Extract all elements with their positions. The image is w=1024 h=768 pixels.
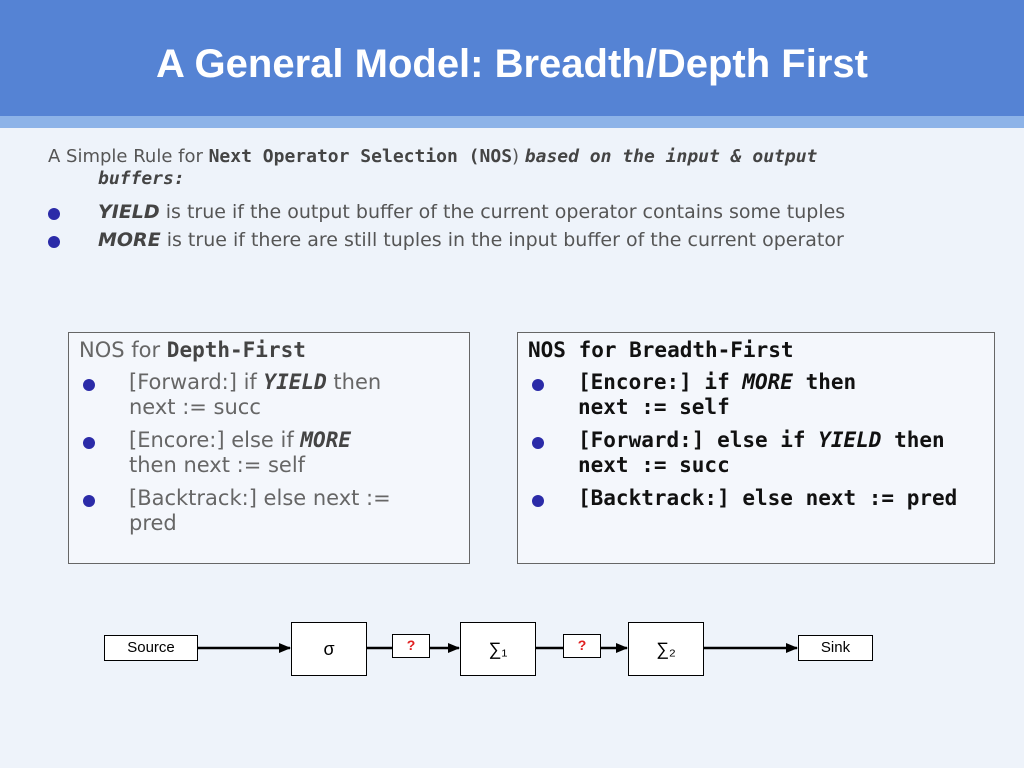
title-stripe [0, 116, 1024, 128]
depth-item-backtrack: [Backtrack:] else next := pred [129, 486, 391, 535]
title-bar [0, 0, 1024, 116]
bullet-yield: YIELD is true if the output buffer of th… [48, 198, 988, 226]
bullet-dot-icon [48, 208, 60, 220]
bullet-dot-icon [83, 437, 95, 449]
breadth-first-heading: NOS for Breadth-First [528, 338, 794, 362]
bullet-dot-icon [48, 236, 60, 248]
bullet-keyword: YIELD [98, 201, 160, 223]
bullet-dot-icon [532, 379, 544, 391]
breadth-item-backtrack: [Backtrack:] else next := pred [578, 486, 958, 510]
bullet-more: MORE is true if there are still tuples i… [48, 226, 988, 254]
select-operator: σ [291, 622, 367, 676]
intro-continuation: buffers: [98, 168, 185, 189]
intro-italic: based on the input & output [524, 146, 818, 167]
bullet-dot-icon [532, 495, 544, 507]
sum1-operator: ∑₁ [460, 622, 536, 676]
definition-list: YIELD is true if the output buffer of th… [48, 198, 988, 254]
buffer-question-2: ? [563, 634, 601, 658]
intro-paren: ) [512, 146, 525, 167]
breadth-first-box: NOS for Breadth-First [Encore:] if MORE … [517, 332, 995, 564]
depth-first-heading: NOS for Depth-First [79, 338, 306, 362]
intro-text: A Simple Rule for Next Operator Selectio… [48, 146, 948, 190]
source-node: Source [104, 635, 198, 661]
slide-title: A General Model: Breadth/Depth First [156, 42, 868, 86]
bullet-dot-icon [83, 495, 95, 507]
bullet-dot-icon [83, 379, 95, 391]
sink-node: Sink [798, 635, 873, 661]
sum2-operator: ∑₂ [628, 622, 704, 676]
bullet-text: is true if there are still tuples in the… [160, 229, 844, 251]
depth-item-encore: [Encore:] else if MORE then next := self [129, 428, 351, 477]
buffer-question-1: ? [392, 634, 430, 658]
bullet-dot-icon [532, 437, 544, 449]
depth-first-box: NOS for Depth-First [Forward:] if YIELD … [68, 332, 470, 564]
breadth-item-encore: [Encore:] if MORE then next := self [578, 370, 857, 419]
depth-item-forward: [Forward:] if YIELD then next := succ [129, 370, 382, 419]
bullet-keyword: MORE [98, 229, 161, 251]
bullet-text: is true if the output buffer of the curr… [159, 201, 846, 223]
intro-prefix: A Simple Rule for [48, 146, 209, 167]
breadth-item-forward: [Forward:] else if YIELD then next := su… [578, 428, 945, 477]
intro-bold: Next Operator Selection (NOS [208, 146, 513, 167]
